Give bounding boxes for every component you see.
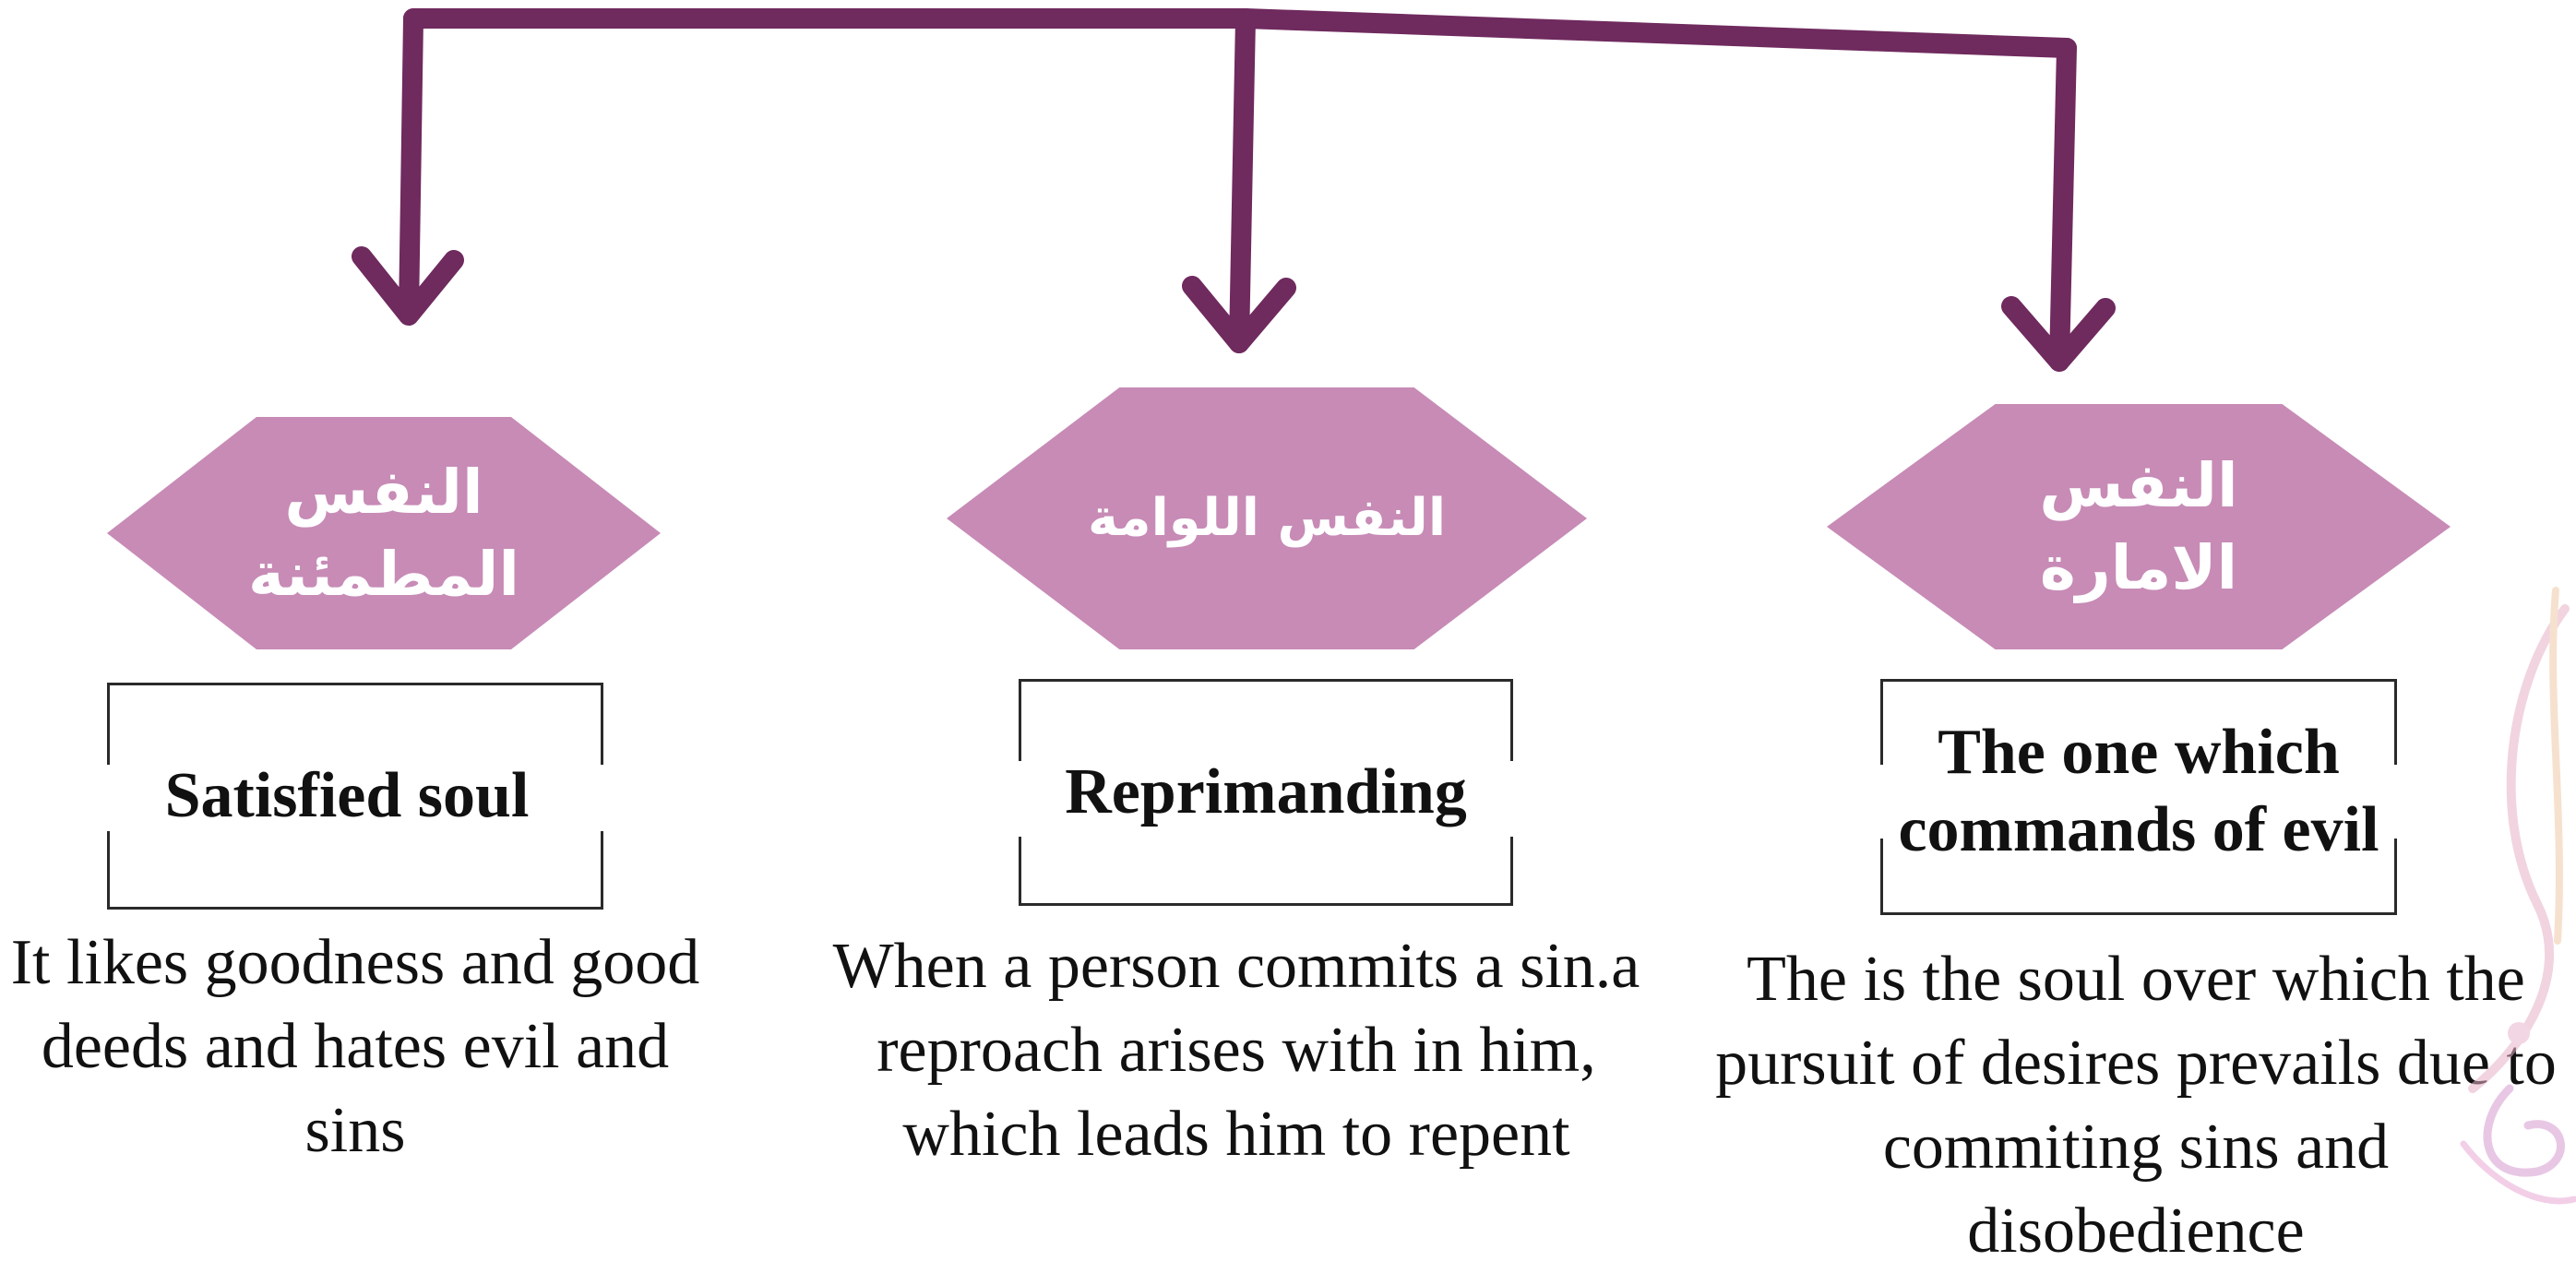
arrow-middle-shaft <box>1229 8 1256 353</box>
description-text: It likes goodness and good deeds and hat… <box>10 927 700 1166</box>
arrow-left-shaft <box>399 8 423 324</box>
english-label-text: Reprimanding <box>1065 756 1467 827</box>
english-label-box <box>1016 679 1516 906</box>
english-label-text: Satisfied soul <box>164 760 530 831</box>
arabic-name-text: النفس اللوامة <box>1087 488 1447 549</box>
arrow-right-head <box>2001 296 2116 372</box>
description-text: The is the soul over which the pursuit o… <box>1715 944 2557 1267</box>
arabic-calligraphy-watermark-icon <box>2460 587 2576 1205</box>
english-label-box <box>104 683 606 910</box>
arabic-name-text: النفس المطمئنة <box>247 456 520 610</box>
english-label-text: The one which commands of evil <box>1898 717 2379 865</box>
arrow-left-head <box>352 246 464 326</box>
arrow-middle-head <box>1182 276 1296 353</box>
arabic-name-text: النفس الامارة <box>2039 449 2238 603</box>
english-label-box <box>1878 679 2400 915</box>
arrow-right-shaft <box>2049 38 2077 372</box>
description-text: When a person commits a sin.a reproach a… <box>832 931 1640 1170</box>
